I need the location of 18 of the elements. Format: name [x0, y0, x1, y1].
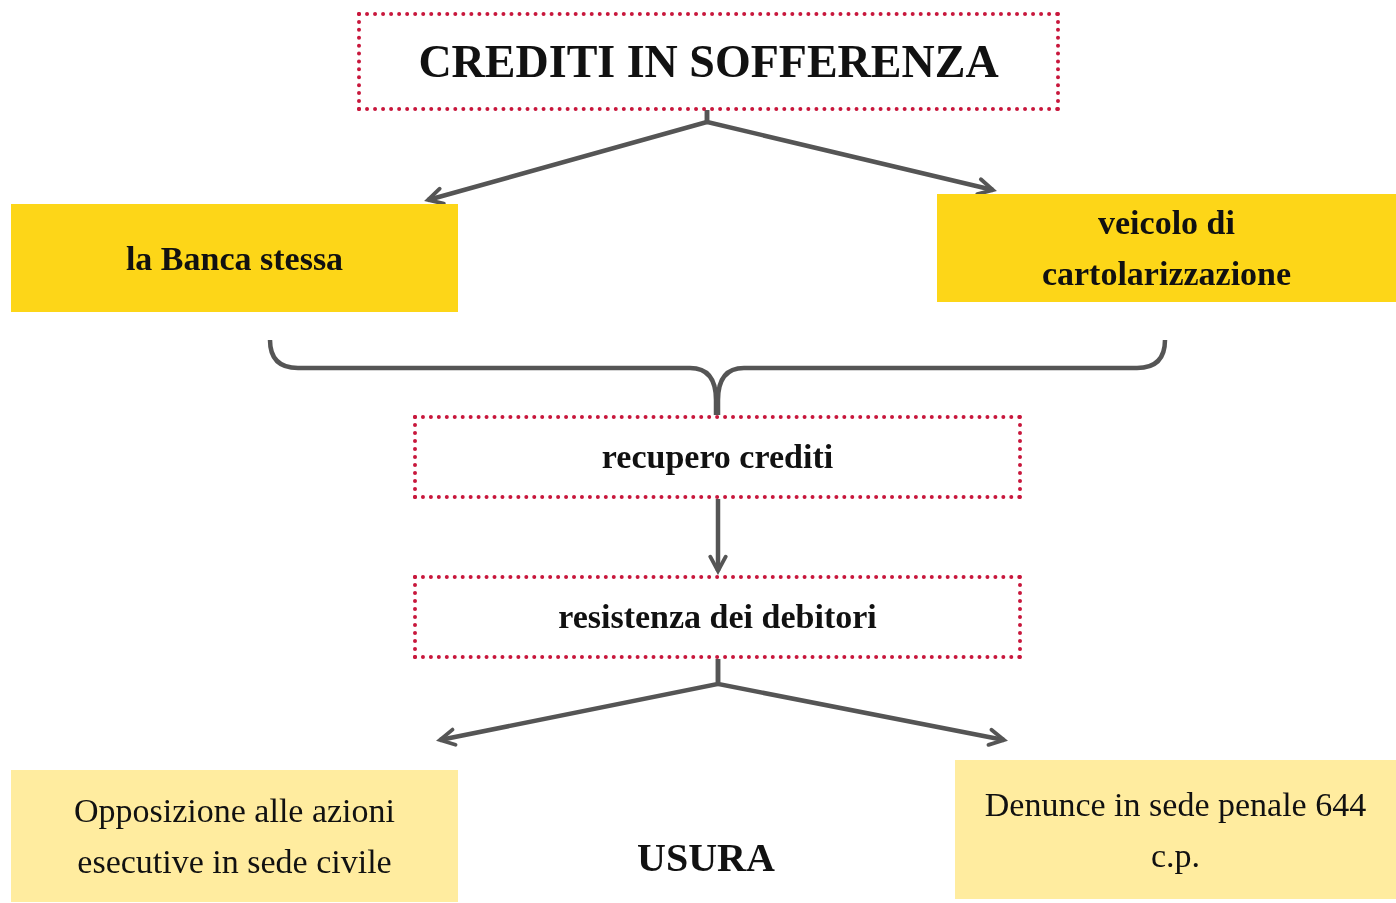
highlight-box: [937, 194, 1396, 302]
arrow: [708, 499, 728, 573]
node-text: Opposizione alle azioni esecutive in sede civile: [73, 791, 396, 882]
note-box: [955, 760, 1396, 899]
node-text: veicolo di cartolarizzazione: [1040, 203, 1293, 294]
dotted-box: [413, 415, 1022, 499]
dotted-box: [357, 12, 1060, 111]
label-text: USURA: [637, 834, 775, 881]
note-box: [11, 770, 458, 902]
node-text: recupero crediti: [601, 438, 834, 476]
highlight-box: [11, 204, 458, 312]
node-text: Denunce in sede penale 644 c.p.: [983, 784, 1368, 876]
node-text: resistenza dei debitori: [558, 598, 877, 636]
arrow: [704, 110, 995, 197]
node-text: CREDITI IN SOFFERENZA: [418, 35, 999, 88]
arrow: [715, 659, 1006, 747]
node-text: la Banca stessa: [125, 238, 344, 279]
dotted-box: [413, 575, 1022, 659]
